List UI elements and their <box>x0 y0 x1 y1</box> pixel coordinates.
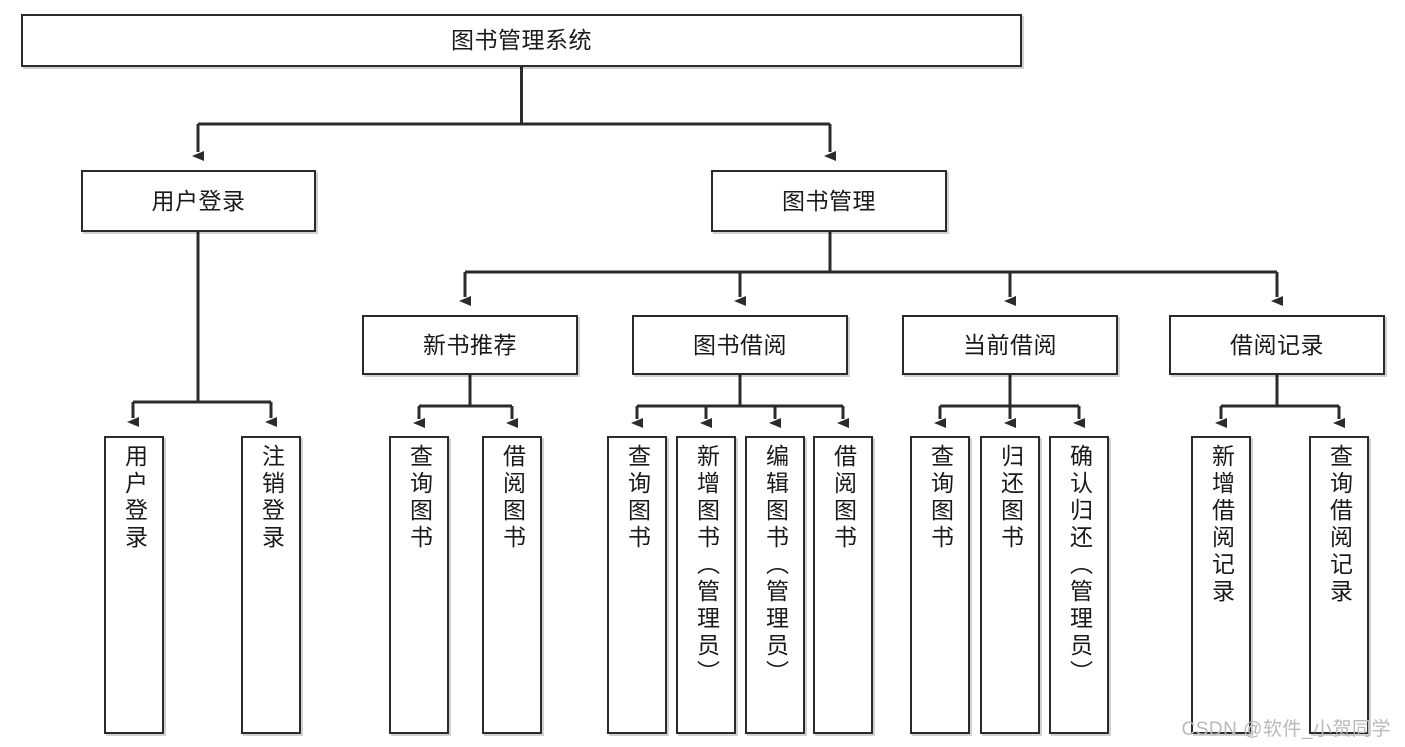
node-leaf-confirm-return-label: 确认归还（管理员） <box>1066 444 1093 687</box>
node-leaf-borrow-book-2-label: 借阅图书 <box>830 444 857 552</box>
node-leaf-user-login[interactable]: 用户登录 <box>104 436 164 734</box>
node-root-label: 图书管理系统 <box>451 27 592 54</box>
node-book-manage-label: 图书管理 <box>782 187 876 214</box>
node-leaf-borrow-book-2[interactable]: 借阅图书 <box>813 436 873 734</box>
node-current-borrow[interactable]: 当前借阅 <box>902 315 1118 375</box>
node-leaf-query-book-1[interactable]: 查询图书 <box>389 436 449 734</box>
node-user-login-label: 用户登录 <box>151 187 246 214</box>
node-leaf-add-record[interactable]: 新增借阅记录 <box>1191 436 1251 734</box>
node-leaf-query-book-2-label: 查询图书 <box>624 444 651 552</box>
node-leaf-return-book[interactable]: 归还图书 <box>980 436 1040 734</box>
node-leaf-add-book[interactable]: 新增图书（管理员） <box>676 436 736 734</box>
node-root[interactable]: 图书管理系统 <box>21 14 1022 67</box>
node-new-book-recommend[interactable]: 新书推荐 <box>362 315 578 375</box>
node-current-borrow-label: 当前借阅 <box>963 331 1057 358</box>
node-leaf-query-record-label: 查询借阅记录 <box>1326 444 1353 606</box>
node-book-borrow[interactable]: 图书借阅 <box>632 315 848 375</box>
node-book-manage[interactable]: 图书管理 <box>711 170 947 232</box>
node-leaf-query-book-3[interactable]: 查询图书 <box>910 436 970 734</box>
node-leaf-edit-book[interactable]: 编辑图书（管理员） <box>745 436 805 734</box>
node-leaf-borrow-book-1[interactable]: 借阅图书 <box>482 436 542 734</box>
node-new-book-recommend-label: 新书推荐 <box>423 331 517 358</box>
node-leaf-logout-label: 注销登录 <box>258 444 285 552</box>
node-leaf-query-book-1-label: 查询图书 <box>406 444 433 552</box>
node-leaf-add-record-label: 新增借阅记录 <box>1208 444 1235 606</box>
node-leaf-query-book-2[interactable]: 查询图书 <box>607 436 667 734</box>
node-leaf-borrow-book-1-label: 借阅图书 <box>499 444 526 552</box>
node-leaf-add-book-label: 新增图书（管理员） <box>693 444 720 687</box>
node-leaf-edit-book-label: 编辑图书（管理员） <box>762 444 789 687</box>
node-borrow-record[interactable]: 借阅记录 <box>1169 315 1385 375</box>
node-user-login[interactable]: 用户登录 <box>81 170 316 232</box>
node-leaf-return-book-label: 归还图书 <box>997 444 1024 552</box>
node-leaf-logout[interactable]: 注销登录 <box>241 436 301 734</box>
node-leaf-confirm-return[interactable]: 确认归还（管理员） <box>1049 436 1109 734</box>
node-leaf-query-book-3-label: 查询图书 <box>927 444 954 552</box>
node-leaf-user-login-label: 用户登录 <box>121 444 148 552</box>
node-book-borrow-label: 图书借阅 <box>693 331 787 358</box>
watermark: CSDN @软件_小贺同学 <box>1181 719 1391 740</box>
node-borrow-record-label: 借阅记录 <box>1230 331 1324 358</box>
node-leaf-query-record[interactable]: 查询借阅记录 <box>1309 436 1369 734</box>
